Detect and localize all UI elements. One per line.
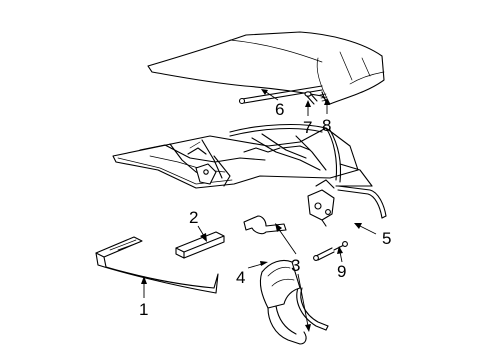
callout-5: 5 (382, 229, 391, 248)
callout-8: 8 (322, 116, 331, 135)
fastener-part (319, 91, 329, 103)
weatherstrip-part (95, 236, 219, 294)
callout-6: 6 (275, 100, 284, 119)
leader-line-8 (324, 98, 330, 114)
leader-line-3 (275, 223, 311, 332)
spring-part (304, 91, 318, 105)
seal-piece-part (175, 231, 225, 259)
top-frame-assembly (112, 123, 373, 189)
callout-7: 7 (303, 118, 312, 137)
leader-line-5 (354, 223, 377, 235)
linkage-bracket-part (307, 179, 335, 227)
callout-9: 9 (337, 262, 346, 281)
leader-line-6 (261, 89, 279, 101)
side-rail-part (337, 185, 387, 219)
leader-line-1 (141, 276, 147, 298)
callout-4: 4 (236, 268, 245, 287)
gas-strut-part (313, 241, 348, 261)
leader-line-7 (305, 100, 311, 116)
callout-1: 1 (139, 300, 148, 319)
callout-3: 3 (291, 256, 300, 275)
leader-line-9 (337, 246, 343, 263)
corner-seal-part (259, 259, 307, 345)
leader-line-4 (247, 261, 268, 269)
leader-line-2 (197, 225, 207, 242)
callout-2: 2 (189, 208, 198, 227)
